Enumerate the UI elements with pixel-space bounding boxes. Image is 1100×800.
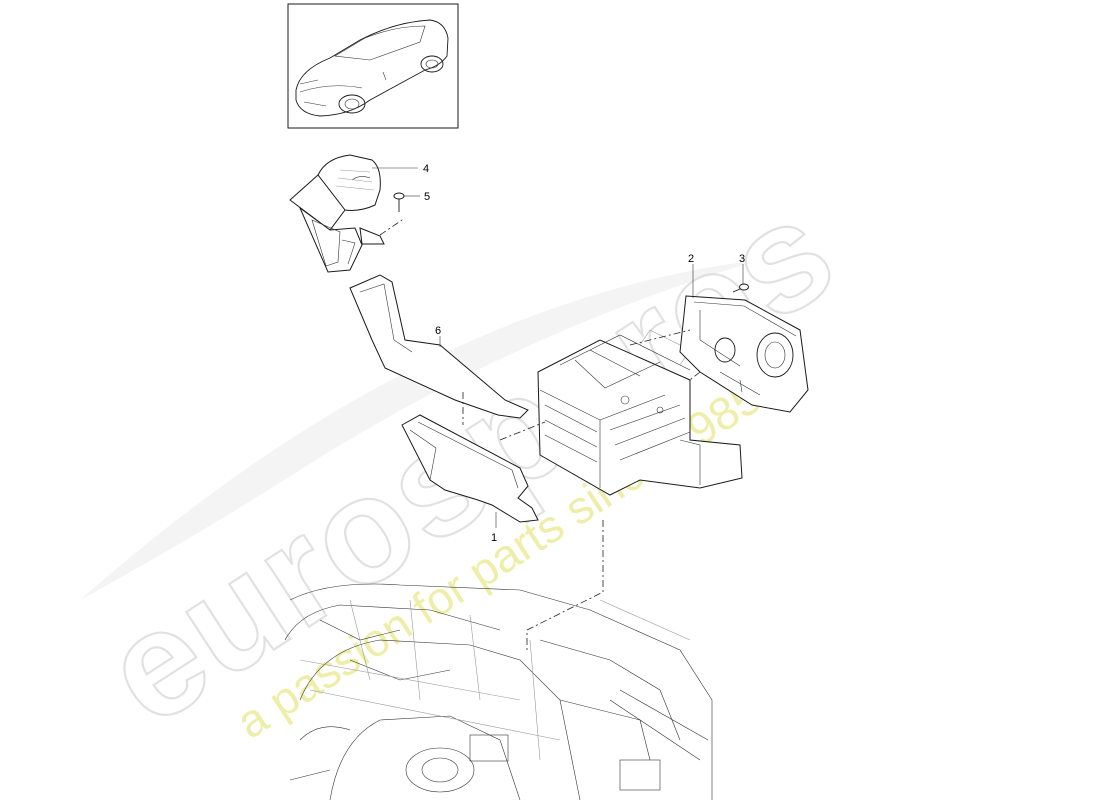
callout-6: 6	[435, 325, 441, 337]
part-3-screw	[732, 283, 749, 293]
vehicle-front-structure	[284, 583, 713, 800]
electronics-module	[537, 329, 743, 496]
part-4-air-intake-housing	[289, 154, 385, 273]
leader-lines	[372, 167, 744, 528]
part-5-screw	[393, 192, 405, 212]
callout-4: 4	[423, 163, 429, 175]
callout-1: 1	[491, 532, 497, 544]
callout-labels: 1 2 3 4 5 6	[423, 163, 745, 544]
part-1-lower-duct	[401, 414, 539, 523]
callout-2: 2	[688, 253, 694, 265]
callout-5: 5	[424, 191, 430, 203]
callout-3: 3	[739, 253, 745, 265]
vehicle-thumbnail	[287, 3, 459, 129]
part-6-air-duct	[349, 274, 529, 419]
part-2-cover	[679, 295, 809, 413]
assembly-lines	[379, 217, 701, 652]
